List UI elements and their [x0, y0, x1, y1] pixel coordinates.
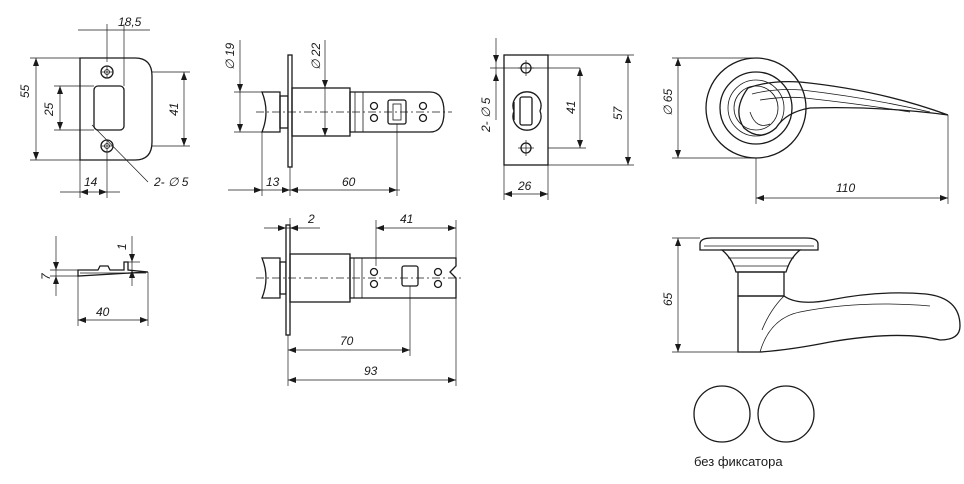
dim-41: 41 [400, 212, 413, 226]
dim-1: 1 [115, 243, 129, 250]
dim-65: 65 [661, 292, 675, 306]
dim-26: 26 [517, 179, 532, 193]
dim-dia-22: ∅ 22 [309, 43, 323, 70]
dim-holes: 2- ∅ 5 [153, 175, 189, 189]
latch-long-view: 2 41 70 93 [256, 212, 464, 386]
dim-55: 55 [18, 84, 32, 98]
handle-front-view: ∅ 65 110 [661, 57, 949, 204]
dim-110: 110 [836, 181, 855, 195]
dim-41: 41 [564, 101, 578, 114]
face-plate-front-view: 2- ∅ 5 41 57 26 [479, 38, 634, 200]
rose-blank-left [693, 385, 751, 443]
caption-without-lock: без фиксатора [694, 454, 783, 469]
dim-2: 2 [307, 212, 315, 226]
dim-13: 13 [266, 175, 280, 189]
dim-7: 7 [39, 272, 53, 280]
strike-plate-front-view: 18,5 55 25 41 14 2- ∅ 5 [18, 15, 190, 198]
dim-14: 14 [84, 175, 98, 189]
dim-60: 60 [342, 175, 356, 189]
dim-25: 25 [42, 102, 56, 117]
rose-blank-right [757, 385, 815, 443]
dim-70: 70 [340, 334, 354, 348]
strike-plate-side-view: 7 1 40 [39, 236, 149, 326]
dim-41: 41 [167, 103, 181, 116]
dim-40: 40 [96, 305, 110, 319]
dim-dia-19: ∅ 19 [223, 43, 237, 70]
handle-side-view: 65 [661, 237, 961, 353]
dim-93: 93 [364, 364, 378, 378]
dim-dia-65: ∅ 65 [661, 89, 675, 116]
latch-side-view: ∅ 19 ∅ 22 13 60 [223, 40, 452, 196]
dim-57: 57 [611, 105, 625, 120]
dim-holes: 2- ∅ 5 [479, 97, 493, 133]
dim-18-5: 18,5 [118, 15, 142, 29]
